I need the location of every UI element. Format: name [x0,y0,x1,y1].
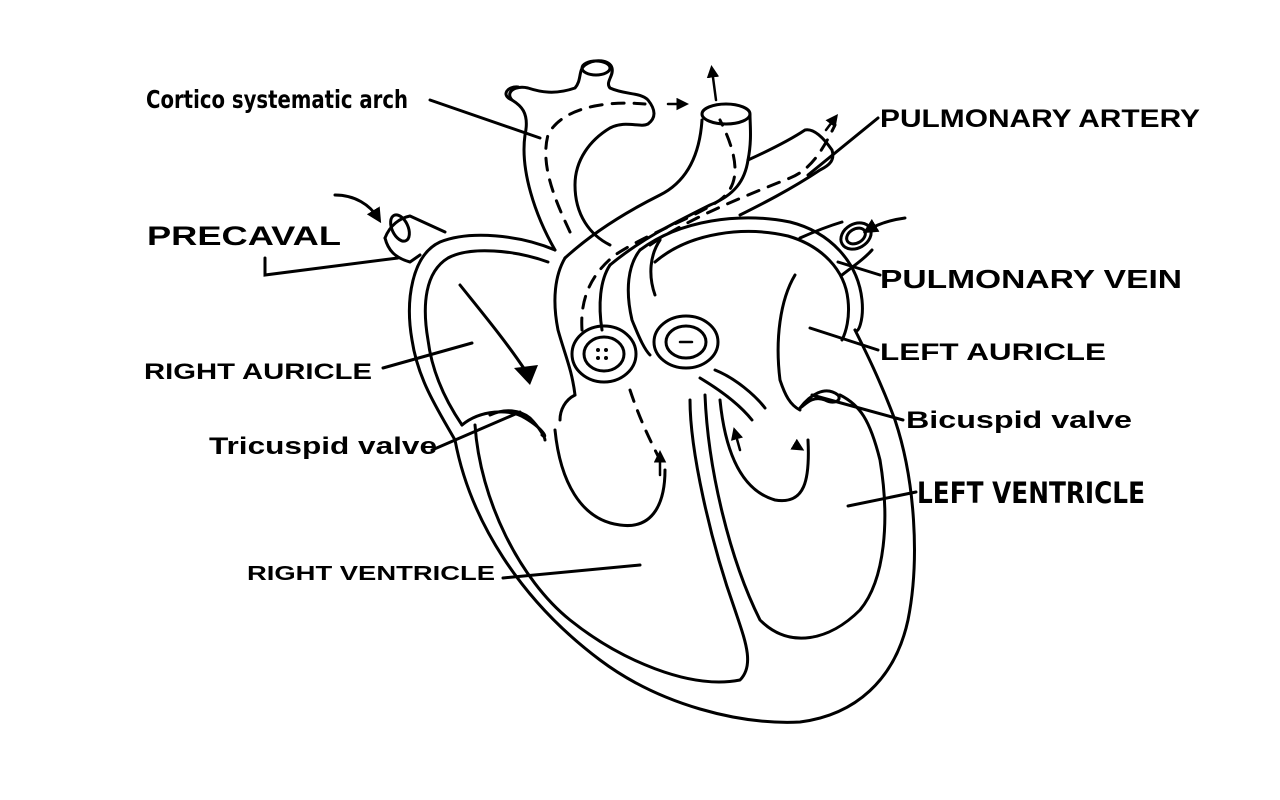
label-left-ventricle: LEFT VENTRICLE [917,476,1145,510]
leader-lines [263,98,918,580]
label-right-ventricle: RIGHT VENTRICLE [247,563,495,585]
label-left-auricle: LEFT AURICLE [880,339,1106,366]
blood-flow-arrows [333,65,907,477]
label-right-auricle: RIGHT AURICLE [144,359,372,384]
label-cortico-systematic-arch: Cortico systematic arch [146,85,408,114]
label-tricuspid-valve: Tricuspid valve [209,433,437,460]
labels: Cortico systematic arch PULMONARY ARTERY… [144,85,1200,585]
heart-outline [408,216,916,724]
label-pulmonary-vein: PULMONARY VEIN [880,264,1182,294]
ventricle-walls [460,273,887,684]
label-pulmonary-artery: PULMONARY ARTERY [880,105,1200,133]
semilunar-valves [570,314,720,384]
label-precaval: PRECAVAL [147,221,341,251]
label-bicuspid-valve: Bicuspid valve [906,407,1132,434]
